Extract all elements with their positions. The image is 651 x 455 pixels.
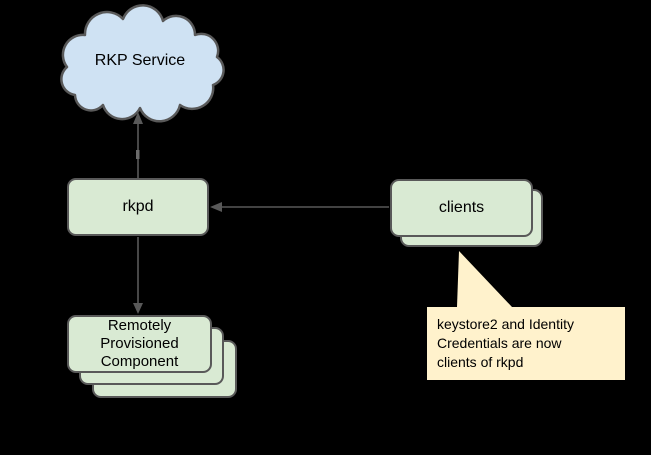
cloud-shape-icon [60, 4, 225, 123]
arrow-rkpd-to-rkp-service [133, 112, 143, 178]
clients-label: clients [438, 199, 485, 216]
arrow-rkpd-to-rpc [133, 237, 143, 314]
arrow-clients-to-rkpd [210, 202, 389, 212]
node-clients: clients [390, 179, 533, 237]
arrowhead-left-icon [210, 202, 222, 212]
node-rkp-service: RKP Service [45, 4, 235, 123]
callout-line-2: Credentials are now [437, 335, 562, 351]
arrowhead-down-icon [133, 303, 143, 314]
callout-pointer [457, 251, 512, 307]
connector-midpoint-mark [136, 150, 140, 159]
rpc-label: Remotely Provisioned Component [100, 317, 178, 371]
callout-line-1: keystore2 and Identity [437, 316, 574, 332]
rkp-service-label: RKP Service [94, 52, 186, 69]
node-rkpd: rkpd [67, 178, 209, 236]
rpc-label-line-2: Provisioned [100, 335, 179, 352]
arrowhead-up-icon [133, 112, 143, 124]
rpc-label-line-3: Component [100, 353, 179, 370]
callout-note: keystore2 and Identity Credentials are n… [427, 307, 625, 380]
rkpd-label: rkpd [122, 198, 154, 215]
callout-line-3: clients of rkpd [437, 354, 524, 370]
node-rpc: Remotely Provisioned Component [67, 315, 212, 373]
rpc-label-line-1: Remotely [107, 317, 172, 334]
